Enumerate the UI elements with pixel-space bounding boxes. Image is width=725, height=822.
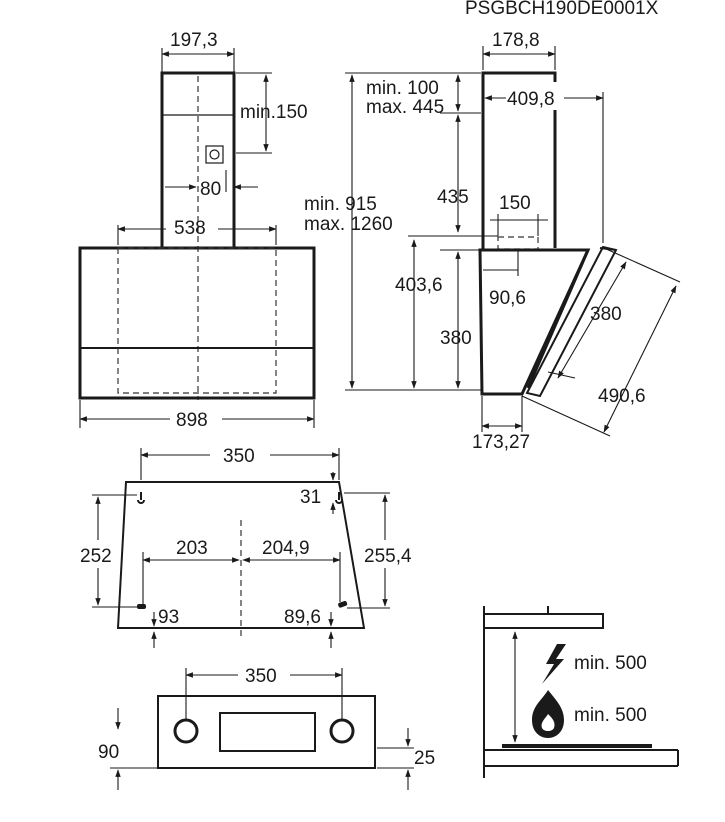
dim-projection: 409,8 — [507, 89, 555, 110]
side-hood-body — [478, 248, 591, 396]
dim-chimney-width: 197,3 — [170, 30, 218, 51]
clearance-gas: min. 500 — [574, 705, 647, 726]
dim-hood-width: 898 — [176, 410, 208, 431]
bottom-hole-left — [173, 718, 199, 744]
hood-bottom-shape — [483, 613, 604, 629]
dim-body-front-height: 380 — [440, 328, 472, 349]
dim-glass-length: 490,6 — [598, 386, 646, 407]
dim-top-min: min. 100 — [366, 78, 439, 99]
dim-cutout-width: 538 — [174, 218, 206, 239]
mounting-template: 350 31 252 255,4 203 204,9 93 89,6 — [80, 446, 412, 648]
model-code: PSGBCH190DE0001X — [465, 0, 659, 19]
dim-template-top-spacing: 350 — [223, 446, 255, 467]
side-bracket-dashed — [497, 236, 539, 250]
hole-bottom-left — [137, 604, 146, 609]
side-chimney-outline — [481, 71, 557, 250]
hole-bottom-right — [338, 600, 348, 608]
socket-box — [205, 145, 224, 164]
dim-top-max: max. 445 — [366, 97, 444, 118]
side-view: 178,8 min. 100 max. 445 min. 915 max. 12… — [304, 30, 681, 453]
control-panel — [219, 712, 316, 752]
dim-socket-clearance: min.150 — [240, 102, 308, 123]
dim-base-depth: 173,27 — [472, 432, 530, 453]
dim-bracket-offset: 90,6 — [489, 288, 526, 309]
hood-cutout-dashed — [117, 247, 277, 394]
dim-side-chimney-depth: 178,8 — [492, 30, 540, 51]
dim-template-left-center: 203 — [176, 538, 208, 559]
dim-bracket-width: 150 — [499, 193, 531, 214]
socket-icon — [209, 149, 220, 160]
clearance-electric: min. 500 — [574, 653, 647, 674]
bottom-outline — [157, 695, 376, 769]
dim-socket-offset: 80 — [200, 179, 221, 200]
dim-overall-max: max. 1260 — [304, 214, 393, 235]
electric-bolt-icon — [542, 644, 566, 684]
front-view: 197,3 min.150 80 538 898 — [78, 30, 316, 431]
dim-chimney-height: 435 — [437, 187, 469, 208]
dim-template-top-offset: 31 — [300, 487, 321, 508]
dim-glass-width: 380 — [590, 304, 622, 325]
gas-flame-icon — [532, 690, 564, 738]
dim-bottom-right-depth: 25 — [414, 748, 435, 769]
hood-body-outline — [78, 246, 316, 400]
dim-template-left-height: 252 — [80, 546, 112, 567]
dim-template-right-bottom: 89,6 — [284, 607, 321, 628]
template-outline — [116, 481, 366, 629]
hole-top-right — [335, 492, 343, 504]
dim-template-left-bottom: 93 — [158, 607, 179, 628]
bottom-view: 350 90 25 — [98, 666, 435, 790]
dim-overall-min: min. 915 — [304, 194, 377, 215]
hole-top-left — [137, 492, 145, 504]
dim-template-right-height: 255,4 — [364, 546, 412, 567]
bottom-hole-right — [329, 718, 355, 744]
dim-template-center-right: 204,9 — [262, 538, 310, 559]
clearance-diagram: min. 500 min. 500 — [483, 606, 679, 778]
dim-bottom-left-depth: 90 — [98, 742, 119, 763]
dim-bottom-hole-spacing: 350 — [245, 666, 277, 687]
dim-body-height: 403,6 — [395, 275, 443, 296]
